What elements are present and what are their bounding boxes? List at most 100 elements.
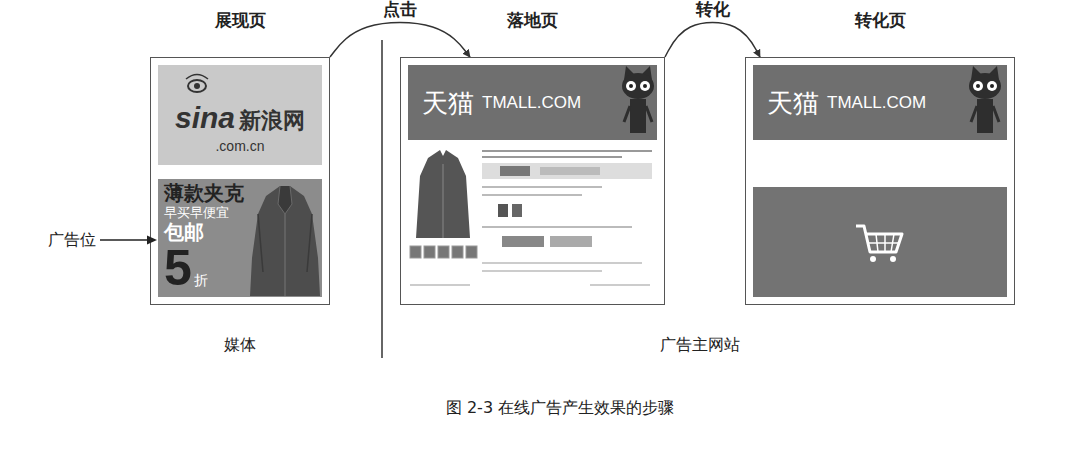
region-label: 媒体 bbox=[180, 334, 300, 356]
logo-text: .com.cn bbox=[158, 138, 322, 154]
product-zip bbox=[443, 164, 444, 238]
price-block bbox=[500, 166, 530, 176]
detail-line bbox=[410, 284, 470, 286]
cat-pupil bbox=[976, 84, 980, 88]
label-holder: 媒体 bbox=[180, 334, 300, 356]
price-band bbox=[482, 163, 652, 179]
region-label: 广告主网站 bbox=[640, 334, 760, 356]
ad-slot-pointer bbox=[100, 236, 157, 245]
ad-text: 折 bbox=[194, 272, 208, 288]
thumbnail bbox=[452, 246, 463, 258]
page-heading: 展现页 bbox=[151, 10, 329, 30]
cat-eye bbox=[973, 81, 983, 91]
title-line bbox=[482, 150, 652, 152]
logo-text: 天猫 bbox=[767, 88, 819, 118]
eye-arc bbox=[186, 75, 208, 80]
color-swatch bbox=[512, 204, 522, 217]
logo-text: sina bbox=[175, 101, 235, 135]
arrow-head bbox=[147, 236, 157, 245]
title-line bbox=[482, 156, 622, 158]
jacket-sleeves bbox=[258, 214, 312, 272]
cat-head bbox=[622, 73, 654, 99]
cat-eye bbox=[987, 81, 997, 91]
thumbnail bbox=[410, 246, 421, 258]
logo-text: 新浪网 bbox=[239, 104, 305, 138]
jacket-zip bbox=[285, 214, 286, 296]
product-jacket bbox=[416, 150, 470, 238]
detail-line bbox=[590, 284, 650, 286]
cat-eye bbox=[626, 81, 636, 91]
ad-banner: 薄款夹克早买早便宜包邮5折 bbox=[158, 179, 322, 297]
logo-text: TMALL.COM bbox=[482, 88, 581, 118]
page-heading: 转化页 bbox=[746, 10, 1014, 30]
label-holder: 广告位 bbox=[12, 229, 132, 251]
jacket-body bbox=[250, 186, 320, 296]
cat-arms bbox=[971, 106, 999, 122]
figure-caption: 图 2-3 在线广告产生效果的步骤 bbox=[310, 397, 810, 419]
cat-eye bbox=[640, 81, 650, 91]
edge-label: 转化 bbox=[673, 0, 753, 19]
color-swatch bbox=[498, 204, 508, 217]
ad-text: 5 bbox=[164, 243, 192, 293]
detail-line bbox=[482, 186, 602, 188]
cat-arms bbox=[624, 106, 652, 122]
price-block bbox=[540, 167, 600, 175]
detail-line bbox=[482, 194, 582, 196]
checkout-panel bbox=[753, 187, 1007, 297]
thumbnail bbox=[466, 246, 477, 258]
cat-body bbox=[977, 99, 993, 133]
page-frame: 落地页天猫TMALL.COM bbox=[400, 57, 665, 305]
eye-pupil bbox=[194, 83, 200, 89]
ad-text: 包邮 bbox=[164, 221, 316, 243]
logo-text: 天猫 bbox=[422, 88, 474, 118]
checkout-ground bbox=[753, 187, 1007, 297]
cart-wheel bbox=[870, 256, 876, 262]
jacket-collar bbox=[278, 186, 292, 214]
site-header: 天猫 TMALL.COM bbox=[753, 65, 1007, 140]
thumbnails bbox=[410, 246, 477, 258]
ad-jacket bbox=[250, 186, 320, 296]
site-header: 天猫 TMALL.COM bbox=[408, 65, 657, 140]
page-frame: 展现页sina新浪网.com.cn薄款夹克早买早便宜包邮5折 bbox=[150, 57, 330, 305]
flow-arrow bbox=[665, 23, 760, 58]
leader-line bbox=[100, 239, 149, 241]
product-page bbox=[410, 150, 652, 286]
sina-eye-logo bbox=[186, 75, 208, 93]
cart-wheel bbox=[890, 256, 896, 262]
eye-outline bbox=[188, 80, 206, 92]
label-holder: 广告主网站 bbox=[640, 334, 760, 356]
edge-label-holder: 点击 bbox=[360, 0, 440, 19]
cat-pupil bbox=[990, 84, 994, 88]
cat-pupil bbox=[629, 84, 633, 88]
cat-head bbox=[969, 73, 1001, 99]
detail-line bbox=[482, 226, 632, 228]
thumbnail bbox=[438, 246, 449, 258]
ad-text: 早买早便宜 bbox=[164, 204, 316, 221]
detail-line bbox=[482, 270, 602, 272]
cat-ears bbox=[971, 66, 999, 80]
divider-line bbox=[381, 40, 383, 358]
cat-body bbox=[630, 99, 646, 133]
cart-button bbox=[550, 236, 592, 247]
thumbnail bbox=[424, 246, 435, 258]
media-logo-band: sina新浪网.com.cn bbox=[158, 65, 322, 165]
flow-arrow bbox=[330, 23, 470, 58]
detail-line bbox=[482, 262, 642, 264]
ad-text: 薄款夹克 bbox=[164, 182, 316, 204]
cat-pupil bbox=[643, 84, 647, 88]
tmall-cat bbox=[622, 66, 654, 133]
tmall-cat bbox=[969, 66, 1001, 133]
cat-ears bbox=[624, 66, 652, 80]
edge-label: 点击 bbox=[360, 0, 440, 19]
buy-button bbox=[502, 236, 544, 247]
cart-grid bbox=[868, 234, 899, 252]
page-frame: 转化页天猫TMALL.COM bbox=[745, 57, 1015, 305]
logo-text: TMALL.COM bbox=[827, 88, 926, 118]
caption-holder: 图 2-3 在线广告产生效果的步骤 bbox=[310, 397, 810, 419]
page-heading: 落地页 bbox=[401, 10, 664, 30]
edge-label-holder: 转化 bbox=[673, 0, 753, 19]
region-label: 广告位 bbox=[12, 229, 132, 251]
cart-frame bbox=[856, 226, 902, 252]
